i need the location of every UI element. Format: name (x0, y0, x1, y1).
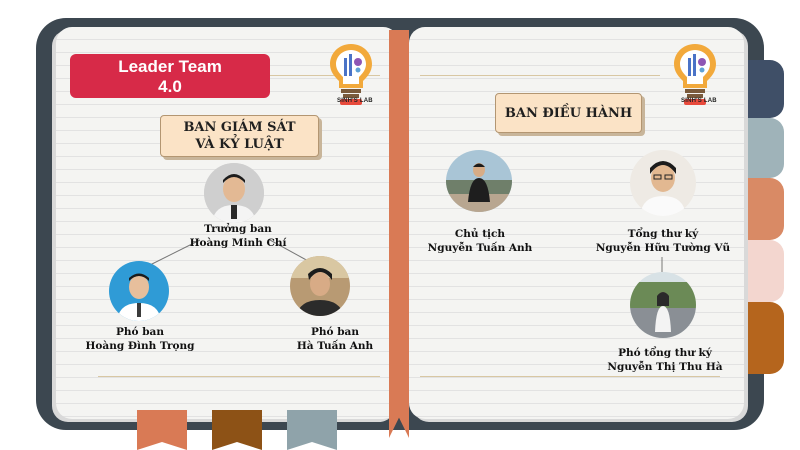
divider-line (420, 376, 720, 377)
logo-lab-text: SINH'S LAB (337, 98, 373, 104)
member-pho-ban-2: Phó ban Hà Tuấn Anh (275, 325, 395, 353)
person-silhouette-icon (446, 150, 512, 212)
banner-line1: Leader Team (118, 57, 222, 76)
member-pho-tong-thu-ky: Phó tổng thư ký Nguyễn Thị Thu Hà (598, 346, 732, 374)
member-tong-thu-ky: Tổng thư ký Nguyễn Hữu Tường Vũ (592, 227, 734, 255)
member-pho-ban-1: Phó ban Hoàng Đình Trọng (80, 325, 200, 353)
member-role: Phó ban (311, 326, 359, 338)
member-name: Hà Tuấn Anh (296, 340, 374, 352)
member-role: Phó tổng thư ký (618, 347, 712, 359)
leader-team-banner: Leader Team 4.0 (70, 54, 270, 98)
person-silhouette-icon (630, 150, 696, 216)
divider-line (270, 75, 380, 76)
avatar-pho-tong-thu-ky (630, 272, 696, 338)
person-silhouette-icon (204, 163, 264, 223)
divider-line (420, 75, 660, 76)
divider-line (98, 376, 380, 377)
section-title-line1: BAN GIÁM SÁT (183, 120, 296, 135)
member-name: Nguyễn Hữu Tường Vũ (595, 242, 731, 254)
page-tab-gray (738, 118, 784, 178)
page-tab-pink (738, 240, 784, 302)
lightbulb-logo-icon (674, 44, 716, 105)
page-tab-orange (738, 178, 784, 240)
page-tab-brown (738, 302, 784, 374)
avatar-pho-ban-1 (109, 261, 169, 321)
avatar-truong-ban (204, 163, 264, 223)
section-title-line2: VÀ KỶ LUẬT (195, 137, 284, 152)
person-silhouette-icon (109, 261, 169, 321)
person-silhouette-icon (630, 272, 696, 338)
page-tab-navy (738, 60, 784, 118)
logo-lab-text: SINH'S LAB (681, 98, 717, 104)
member-name: Hoàng Minh Chí (189, 237, 287, 249)
spine-ribbon (389, 30, 409, 438)
avatar-pho-ban-2 (290, 256, 350, 316)
member-role: Chủ tịch (454, 228, 506, 240)
member-name: Nguyễn Thị Thu Hà (607, 361, 723, 373)
avatar-chu-tich (446, 150, 512, 212)
member-truong-ban: Trưởng ban Hoàng Minh Chí (178, 222, 298, 250)
avatar-tong-thu-ky (630, 150, 696, 216)
section-title: BAN ĐIỀU HÀNH (504, 105, 633, 121)
member-name: Hoàng Đình Trọng (85, 340, 195, 352)
member-chu-tich: Chủ tịch Nguyễn Tuấn Anh (420, 227, 540, 255)
section-title-executive: BAN ĐIỀU HÀNH (495, 93, 642, 133)
member-name: Nguyễn Tuấn Anh (427, 242, 533, 254)
member-role: Tổng thư ký (627, 228, 699, 240)
person-silhouette-icon (290, 256, 350, 316)
lightbulb-logo-icon (330, 44, 372, 105)
section-title-supervision: BAN GIÁM SÁT VÀ KỶ LUẬT (160, 115, 319, 157)
member-role: Trưởng ban (204, 223, 272, 235)
banner-line2: 4.0 (158, 77, 182, 96)
member-role: Phó ban (116, 326, 164, 338)
